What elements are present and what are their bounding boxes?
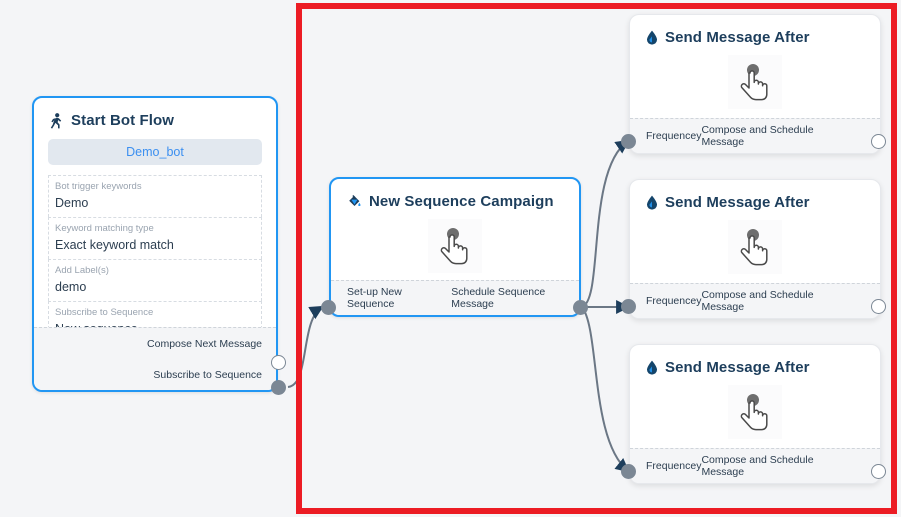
node-new-sequence-campaign[interactable]: New Sequence Campaign Set-up New Sequenc… bbox=[329, 177, 581, 317]
node-title-label: New Sequence Campaign bbox=[369, 193, 554, 210]
port-label-schedule-sequence-message: Schedule Sequence Message bbox=[451, 286, 546, 310]
node-send-message-after-2[interactable]: Send Message After Frequencey Compose an… bbox=[629, 179, 881, 319]
water-drop-icon bbox=[646, 30, 658, 45]
edge-sequence-to-message-1 bbox=[581, 139, 630, 308]
port-row-compose-next-message: Compose Next Message bbox=[34, 328, 276, 359]
port-frequencey-1[interactable] bbox=[621, 134, 636, 149]
port-subscribe-to-sequence[interactable] bbox=[271, 380, 286, 395]
field-label: Add Label(s) bbox=[55, 265, 109, 276]
field-value: demo bbox=[55, 280, 87, 294]
port-label-frequencey: Frequencey bbox=[646, 460, 702, 472]
node-send-message-after-1[interactable]: Send Message After Frequencey Compose an… bbox=[629, 14, 881, 154]
port-compose-and-schedule-message-3[interactable] bbox=[871, 464, 886, 479]
field-label: Subscribe to Sequence bbox=[55, 307, 154, 318]
port-label-compose-and-schedule-message: Compose and Schedule Message bbox=[701, 454, 814, 478]
field-bot-trigger-keywords[interactable]: Bot trigger keywords Demo bbox=[48, 175, 262, 217]
start-bot-flow-fields: Bot trigger keywords Demo Keyword matchi… bbox=[48, 175, 262, 344]
node-title-send-message-after-3: Send Message After bbox=[630, 345, 880, 382]
port-schedule-sequence-message[interactable] bbox=[573, 300, 588, 315]
node-title-label: Send Message After bbox=[665, 194, 810, 211]
node-footer-send-message-after-1: Frequencey Compose and Schedule Message bbox=[630, 118, 880, 153]
hand-pointer-cursor-icon bbox=[728, 385, 782, 439]
node-title-label: Send Message After bbox=[665, 29, 810, 46]
node-title-new-sequence-campaign: New Sequence Campaign bbox=[331, 179, 579, 216]
node-title-label: Send Message After bbox=[665, 359, 810, 376]
field-add-labels[interactable]: Add Label(s) demo bbox=[48, 259, 262, 301]
water-drop-icon bbox=[646, 195, 658, 210]
node-footer-send-message-after-3: Frequencey Compose and Schedule Message bbox=[630, 448, 880, 483]
port-label-frequencey: Frequencey bbox=[646, 130, 702, 142]
hand-pointer-cursor-icon bbox=[728, 220, 782, 274]
field-keyword-matching-type[interactable]: Keyword matching type Exact keyword matc… bbox=[48, 217, 262, 259]
hand-pointer-cursor-icon bbox=[728, 55, 782, 109]
node-start-bot-flow[interactable]: Start Bot Flow Demo_bot Bot trigger keyw… bbox=[32, 96, 278, 392]
port-compose-next-message[interactable] bbox=[271, 355, 286, 370]
port-compose-and-schedule-message-1[interactable] bbox=[871, 134, 886, 149]
paint-bucket-icon bbox=[347, 194, 362, 209]
field-value: Demo bbox=[55, 196, 89, 210]
port-compose-and-schedule-message-2[interactable] bbox=[871, 299, 886, 314]
edge-start-to-sequence bbox=[287, 305, 324, 388]
water-drop-icon bbox=[646, 360, 658, 375]
port-label-setup-new-sequence: Set-up New Sequence bbox=[347, 286, 402, 310]
node-footer-start-bot-flow: Compose Next Message Subscribe to Sequen… bbox=[34, 327, 276, 390]
port-row-subscribe-to-sequence: Subscribe to Sequence bbox=[34, 359, 276, 390]
node-footer-new-sequence-campaign: Set-up New Sequence Schedule Sequence Me… bbox=[331, 280, 579, 315]
port-frequencey-2[interactable] bbox=[621, 299, 636, 314]
edge-sequence-to-message-3 bbox=[581, 306, 630, 473]
node-title-label: Start Bot Flow bbox=[71, 112, 175, 129]
node-title-send-message-after-2: Send Message After bbox=[630, 180, 880, 217]
node-title-start-bot-flow: Start Bot Flow bbox=[34, 98, 276, 135]
hand-pointer-cursor-icon bbox=[428, 219, 482, 273]
walking-person-icon bbox=[50, 112, 64, 129]
bot-name-pill[interactable]: Demo_bot bbox=[48, 139, 262, 165]
port-setup-new-sequence[interactable] bbox=[321, 300, 336, 315]
node-send-message-after-3[interactable]: Send Message After Frequencey Compose an… bbox=[629, 344, 881, 484]
node-footer-send-message-after-2: Frequencey Compose and Schedule Message bbox=[630, 283, 880, 318]
field-label: Bot trigger keywords bbox=[55, 181, 142, 192]
port-label-compose-next-message: Compose Next Message bbox=[147, 337, 262, 350]
node-title-send-message-after-1: Send Message After bbox=[630, 15, 880, 52]
port-label-compose-and-schedule-message: Compose and Schedule Message bbox=[701, 289, 814, 313]
port-label-frequencey: Frequencey bbox=[646, 295, 702, 307]
port-label-compose-and-schedule-message: Compose and Schedule Message bbox=[701, 124, 814, 148]
field-label: Keyword matching type bbox=[55, 223, 154, 234]
port-label-subscribe-to-sequence: Subscribe to Sequence bbox=[153, 368, 262, 381]
field-value: Exact keyword match bbox=[55, 238, 174, 252]
port-frequencey-3[interactable] bbox=[621, 464, 636, 479]
